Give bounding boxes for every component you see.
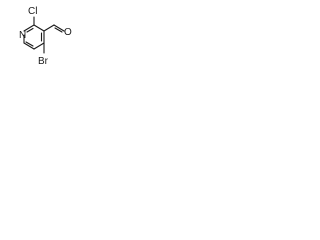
bond-layer bbox=[23, 16, 65, 54]
bond-c4-c5 bbox=[33, 42, 45, 50]
bond-c3-cho bbox=[43, 24, 55, 32]
bond-c2-c3 bbox=[33, 24, 45, 32]
atom-label-layer: Cl N O Br bbox=[19, 6, 72, 67]
structure-diagram: Cl N O Br bbox=[19, 6, 72, 67]
bromine-label: Br bbox=[38, 56, 49, 67]
bond-n-c2 bbox=[23, 24, 35, 32]
oxygen-label: O bbox=[64, 27, 72, 38]
nitrogen-label: N bbox=[19, 30, 26, 41]
bond-c5-c6-inner bbox=[25, 41, 34, 47]
bond-cho-o-inner bbox=[54, 27, 63, 33]
bond-cho-o bbox=[53, 24, 65, 32]
chlorine-label: Cl bbox=[28, 6, 37, 17]
bond-n-c2-inner bbox=[26, 27, 34, 33]
bond-c5-c6 bbox=[23, 42, 35, 50]
